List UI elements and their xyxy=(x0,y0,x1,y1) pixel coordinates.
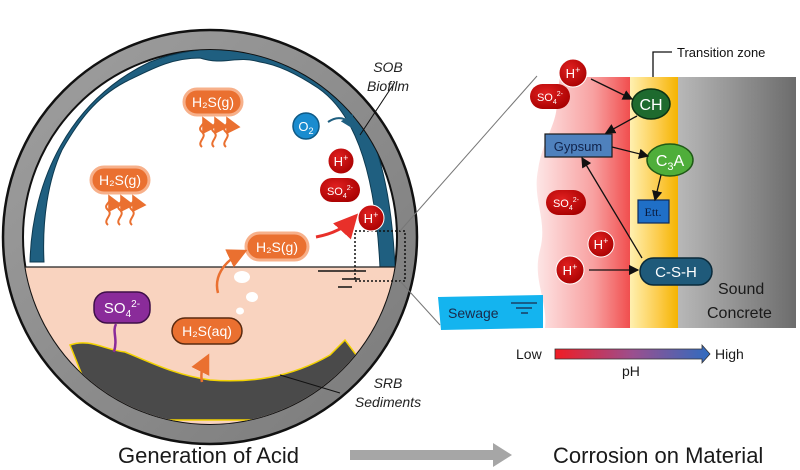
h2s-gas-label: H₂S(g) xyxy=(256,239,298,255)
hydrogen-ion: H+ xyxy=(555,255,585,285)
svg-text:C-S-H: C-S-H xyxy=(655,264,697,281)
csh-node: C-S-H xyxy=(639,257,713,286)
gas-bubble xyxy=(236,307,244,315)
reaction-arrow xyxy=(581,156,643,259)
o2-arrow xyxy=(327,113,355,130)
caption-generation-of-acid: Generation of Acid xyxy=(118,443,300,468)
svg-text:H+: H+ xyxy=(334,153,349,169)
sulfate-ion: SO42- xyxy=(530,84,570,109)
fumes-icon xyxy=(105,194,147,226)
sob-label: SOB xyxy=(373,59,403,75)
h2s-gas-right: H₂S(g) xyxy=(244,231,310,262)
svg-text:H+: H+ xyxy=(566,65,581,81)
sulfate-sewage: SO42- xyxy=(93,291,151,324)
sediments-label: Sediments xyxy=(355,394,421,410)
reaction-arrow xyxy=(611,146,650,159)
concrete-label: Concrete xyxy=(707,305,772,322)
hydrogen-ion: H+ xyxy=(558,58,588,88)
svg-text:SO42-: SO42- xyxy=(327,185,354,200)
ettringite-node: Ett. xyxy=(637,199,670,224)
reaction-arrow xyxy=(652,174,663,202)
zoom-leader-top xyxy=(399,75,538,232)
h2s-gas-label: H₂S(g) xyxy=(99,172,141,188)
transition-bracket xyxy=(652,51,672,77)
oxygen-molecule: O2 xyxy=(292,112,320,140)
sewage-block xyxy=(438,295,543,330)
svg-text:H+: H+ xyxy=(364,210,379,226)
sulfate-link xyxy=(112,323,118,353)
svg-text:Gypsum: Gypsum xyxy=(554,139,602,154)
caption-corrosion-on-material: Corrosion on Material xyxy=(553,443,764,468)
svg-text:H+: H+ xyxy=(594,236,609,252)
svg-text:C3A: C3A xyxy=(656,153,685,173)
process-flow-arrow xyxy=(350,443,512,467)
ph-label: pH xyxy=(622,363,640,379)
c3a-node: C3A xyxy=(646,143,694,177)
transition-zone-label: Transition zone xyxy=(677,45,765,60)
zoom-region-box xyxy=(354,230,406,282)
fumes-icon xyxy=(199,116,241,148)
sound-concrete-zone xyxy=(678,77,796,328)
zoom-leader-bottom xyxy=(399,280,441,326)
corrosion-zoom-panel: Transition zone Sewage H+ SO42- SO42- H+… xyxy=(438,45,796,379)
reaction-arrow xyxy=(604,115,638,134)
svg-text:SO42-: SO42- xyxy=(104,299,140,320)
h2s-aq-label: H₂S(aq) xyxy=(182,323,232,339)
h2s-gas-top: H₂S(g) xyxy=(182,87,244,117)
acid-arrow xyxy=(315,213,359,240)
sewage-label: Sewage xyxy=(448,305,499,321)
release-arrow xyxy=(191,353,210,383)
h2s-aqueous: H₂S(aq) xyxy=(171,317,243,345)
hydrogen-ion: H+ xyxy=(587,230,615,258)
sound-label: Sound xyxy=(718,281,764,298)
ph-high-label: High xyxy=(715,346,744,362)
rise-arrow xyxy=(215,249,248,294)
h2s-gas-left: H₂S(g) xyxy=(89,165,151,195)
gypsum-node: Gypsum xyxy=(544,133,613,158)
svg-text:SO42-: SO42- xyxy=(537,91,564,106)
srb-leader xyxy=(279,374,341,394)
hydrogen-ion: H+ xyxy=(357,204,385,232)
srb-label: SRB xyxy=(374,375,403,391)
svg-text:SO42-: SO42- xyxy=(553,197,580,212)
ph-gradient-arrow xyxy=(554,343,711,365)
svg-text:O2: O2 xyxy=(298,119,313,136)
gas-bubble xyxy=(234,271,250,283)
svg-text:CH: CH xyxy=(639,97,662,114)
ch-node: CH xyxy=(631,88,671,120)
hydrogen-ion: H+ xyxy=(327,147,355,175)
ph-low-label: Low xyxy=(516,346,543,362)
sulfate-ion: SO42- xyxy=(320,178,360,202)
sulfate-ion: SO42- xyxy=(546,190,586,215)
svg-text:Ett.: Ett. xyxy=(645,205,662,219)
biofilm-label: Biofilm xyxy=(367,78,409,94)
svg-text:H+: H+ xyxy=(563,262,578,278)
sob-leader xyxy=(359,81,396,136)
gas-bubble xyxy=(246,292,258,302)
reaction-arrow xyxy=(590,78,634,100)
srb-sediment xyxy=(69,338,361,421)
h2s-gas-label: H₂S(g) xyxy=(192,94,234,110)
